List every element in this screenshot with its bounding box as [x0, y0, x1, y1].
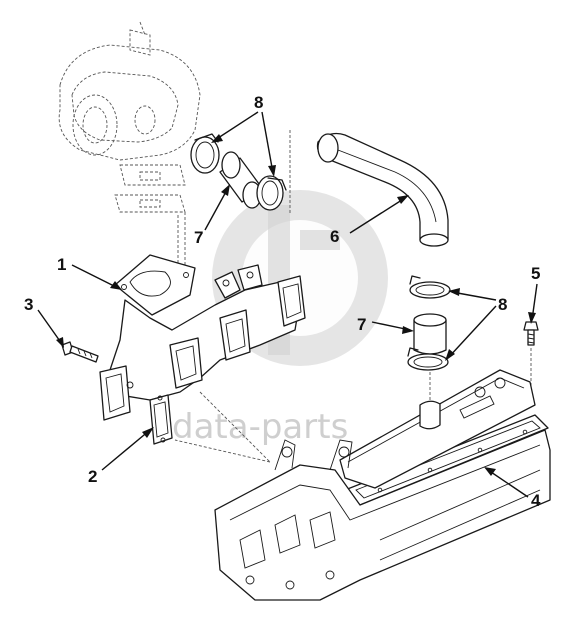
- callout-7-upper: 7: [194, 228, 203, 247]
- leader-2: [101, 429, 151, 471]
- exhaust-manifold: [99, 254, 306, 421]
- callout-8-upper: 8: [254, 93, 263, 112]
- arrowhead-8-lower-a: [448, 288, 460, 296]
- leader-8-upper-a: [214, 111, 259, 141]
- valve-cover: [339, 369, 536, 489]
- arrowhead-6: [397, 195, 409, 204]
- arrowhead-8-upper-a: [211, 134, 223, 143]
- elbow-exhaust-pipe: [316, 132, 449, 247]
- arrowhead-8-upper-b: [268, 165, 276, 177]
- lower-sleeve: [413, 313, 447, 355]
- arrowhead-8-lower-b: [445, 349, 455, 361]
- arrowhead-4: [484, 467, 496, 476]
- arrowhead-7-lower: [402, 326, 414, 334]
- arrowhead-1: [110, 281, 122, 290]
- leader-8-lower-a: [451, 291, 497, 301]
- leader-8-upper-b: [261, 111, 274, 174]
- callout-2: 2: [88, 467, 97, 486]
- cover-bolt: [523, 321, 539, 395]
- turbocharger-ghost: [58, 21, 201, 285]
- leader-7-upper: [204, 187, 229, 231]
- cylinder-head: [174, 391, 551, 601]
- arrowhead-5: [528, 312, 536, 324]
- callout-4: 4: [531, 491, 541, 510]
- upper-clamp-left: [190, 133, 220, 174]
- lower-clamp-upper: [409, 275, 451, 299]
- arrowhead-2: [142, 427, 154, 438]
- upper-sleeve: [219, 151, 263, 209]
- callout-5: 5: [531, 264, 540, 283]
- lower-clamp-lower: [407, 347, 449, 371]
- manifold-gasket: [149, 394, 173, 445]
- callout-3: 3: [24, 295, 33, 314]
- callout-6: 6: [330, 227, 339, 246]
- callout-8-lower: 8: [498, 295, 507, 314]
- upper-clamp-right: [256, 175, 287, 211]
- leader-6: [349, 197, 406, 234]
- arrowhead-7-upper: [221, 184, 230, 196]
- callout-7-lower: 7: [357, 315, 366, 334]
- leader-1: [71, 264, 119, 289]
- watermark-text: data-parts: [172, 407, 348, 447]
- manifold-bolt: [61, 341, 99, 363]
- callout-1: 1: [57, 255, 66, 274]
- arrowhead-3: [56, 337, 64, 348]
- leader-4: [487, 469, 529, 498]
- leader-3: [37, 309, 63, 345]
- leader-8-lower-b: [447, 305, 497, 359]
